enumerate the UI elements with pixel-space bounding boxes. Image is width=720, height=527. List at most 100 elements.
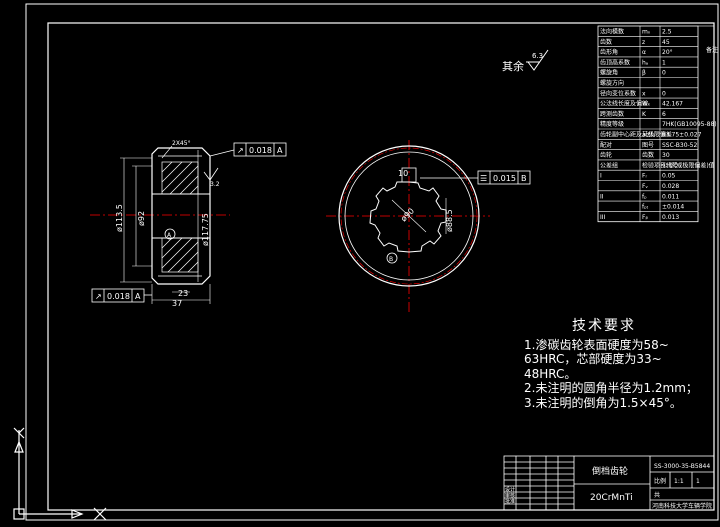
ucs-icon — [13, 427, 107, 521]
gear-parameter-table: 法向模数 mₙ 2.5 齿数 z 45 齿形角 α 20° 齿顶高系数 hₐ 1 螺旋角 β 0 螺旋方向径向… — [597, 25, 717, 223]
param-value: 0 — [662, 70, 666, 77]
hatch-bottom — [161, 237, 199, 273]
dim-right: ø88.5 — [445, 209, 454, 232]
param-value: 0.013 — [662, 214, 679, 221]
param-value: 0.011 — [662, 193, 679, 200]
param-symbol: fₚₜ — [642, 204, 649, 211]
tol-front-value: 0.015 — [493, 174, 516, 183]
param-label: I — [600, 173, 602, 180]
param-symbol: 图号 — [642, 142, 654, 149]
qiyu-roughness: 其余 6.3 — [502, 49, 549, 73]
param-label: 法向模数 — [600, 28, 624, 36]
part-name: 倒档齿轮 — [592, 465, 628, 477]
param-value: 30 — [662, 152, 670, 159]
param-value: 0 — [662, 90, 666, 97]
inner-frame — [47, 22, 715, 511]
outer-frame — [25, 3, 719, 521]
param-label: 跨测齿数 — [600, 110, 624, 118]
qiyu-roughness-value: 6.3 — [532, 52, 543, 60]
datum-b-circle-label: B — [389, 256, 393, 263]
param-value: 0.028 — [662, 183, 679, 190]
param-value: 20° — [662, 49, 673, 56]
dim-10: 10 — [398, 169, 408, 178]
param-symbol: 检验项目代号 — [642, 161, 678, 169]
param-label: 螺旋角 — [600, 69, 618, 77]
tol-frame-front — [420, 170, 531, 185]
dim-37: 37 — [172, 299, 182, 308]
param-label: 公差组 — [600, 161, 618, 169]
dim-113: ø113.5 — [115, 204, 124, 232]
tol-front-datum: B — [521, 174, 527, 183]
dim-117: ø117.75 — [201, 213, 210, 246]
material: 20CrMnTi — [590, 493, 633, 503]
param-symbol: Wₖ — [642, 101, 651, 108]
design-label: 设计 — [505, 486, 515, 493]
spline-bore — [369, 181, 447, 253]
tol-frame-bottom — [91, 288, 152, 303]
param-symbol: β — [642, 70, 646, 77]
param-label: 配对 — [600, 141, 612, 149]
school-name: 河南科技大学车辆学院 — [652, 502, 712, 510]
tol-frame-top — [209, 142, 287, 157]
param-value: ±0.014 — [662, 204, 684, 211]
param-label: 精度等级 — [600, 120, 624, 128]
approve-label: 批准 — [505, 498, 515, 505]
param-symbol: Fᵥ — [642, 183, 648, 190]
param-value: 6 — [662, 111, 666, 118]
param-symbol: α — [642, 49, 646, 56]
front-view: 10 ø90 ø88.5 B ☰ 0.015 B — [326, 140, 531, 312]
param-label: 螺旋方向 — [600, 79, 624, 87]
tol-top-symbol: ↗ — [237, 146, 244, 155]
param-label: 齿顶高系数 — [600, 58, 630, 66]
technical-requirements: 技术要求 1.渗碳齿轮表面硬度为58~ 63HRC，芯部硬度为33~ 48HRC… — [524, 319, 714, 410]
dim-23: 23 — [178, 289, 188, 298]
param-value: 1 — [662, 59, 666, 66]
tol-front-symbol: ☰ — [480, 174, 487, 183]
tech-line: 63HRC，芯部硬度为33~ — [524, 352, 662, 366]
param-label: 齿轮副中心距及其极限偏差 — [600, 131, 672, 139]
param-symbol: Fᵦ — [642, 214, 648, 221]
param-symbol: K — [642, 111, 647, 118]
tol-top-datum: A — [277, 146, 283, 155]
chamfer-label: 2X45° — [172, 140, 191, 147]
param-value: 93.75±0.027 — [662, 132, 702, 139]
scale-value: 1:1 — [674, 478, 684, 485]
param-value: 42.167 — [662, 101, 683, 108]
param-label: II — [600, 193, 604, 200]
dim-92: ø92 — [137, 211, 146, 226]
param-label: III — [600, 214, 606, 221]
side-section-view: A 2X45° 3.2 ø113.5 ø92 ø117.75 23 37 — [90, 140, 287, 308]
param-value: 公差(或极限偏差)值 — [662, 161, 715, 169]
tol-bottom-value: 0.018 — [107, 292, 130, 301]
param-symbol: x — [642, 90, 646, 97]
param-label: 齿轮 — [600, 151, 612, 159]
param-symbol: a±fₐ — [642, 132, 655, 139]
param-label: 公法线长度及偏差 — [600, 100, 648, 108]
tech-line: 48HRC。 — [524, 366, 577, 381]
title-block — [503, 455, 715, 511]
param-symbol: hₐ — [642, 59, 648, 66]
param-value: SSC-B30-52 — [662, 142, 697, 149]
tol-top-value: 0.018 — [249, 146, 272, 155]
tech-line: 1.渗碳齿轮表面硬度为58~ — [524, 337, 669, 352]
qiyu-label: 其余 — [502, 59, 524, 73]
param-symbol: mₙ — [642, 29, 651, 36]
tech-title: 技术要求 — [572, 318, 636, 334]
param-label: 齿形角 — [600, 48, 618, 56]
tol-bottom-datum: A — [135, 292, 141, 301]
param-side-note: 备注 — [706, 46, 718, 54]
count-label: 共 — [654, 491, 660, 499]
param-symbol: z — [642, 39, 645, 46]
datum-a-circle-label: A — [167, 232, 172, 239]
rough-right: 3.2 — [210, 181, 220, 188]
param-label: 齿数 — [600, 38, 612, 46]
tech-line: 3.未注明的倒角为1.5×45°。 — [524, 395, 682, 410]
param-label: 径向变位系数 — [600, 89, 636, 97]
param-value: 2.5 — [662, 29, 672, 36]
drawing-no: SS-3000-35-B5844 — [654, 463, 710, 470]
param-value: 45 — [662, 39, 670, 46]
sheet-value: 1 — [696, 478, 700, 485]
tech-line: 2.未注明的圆角半径为1.2mm； — [524, 381, 698, 395]
param-symbol: fₚ — [642, 193, 647, 200]
